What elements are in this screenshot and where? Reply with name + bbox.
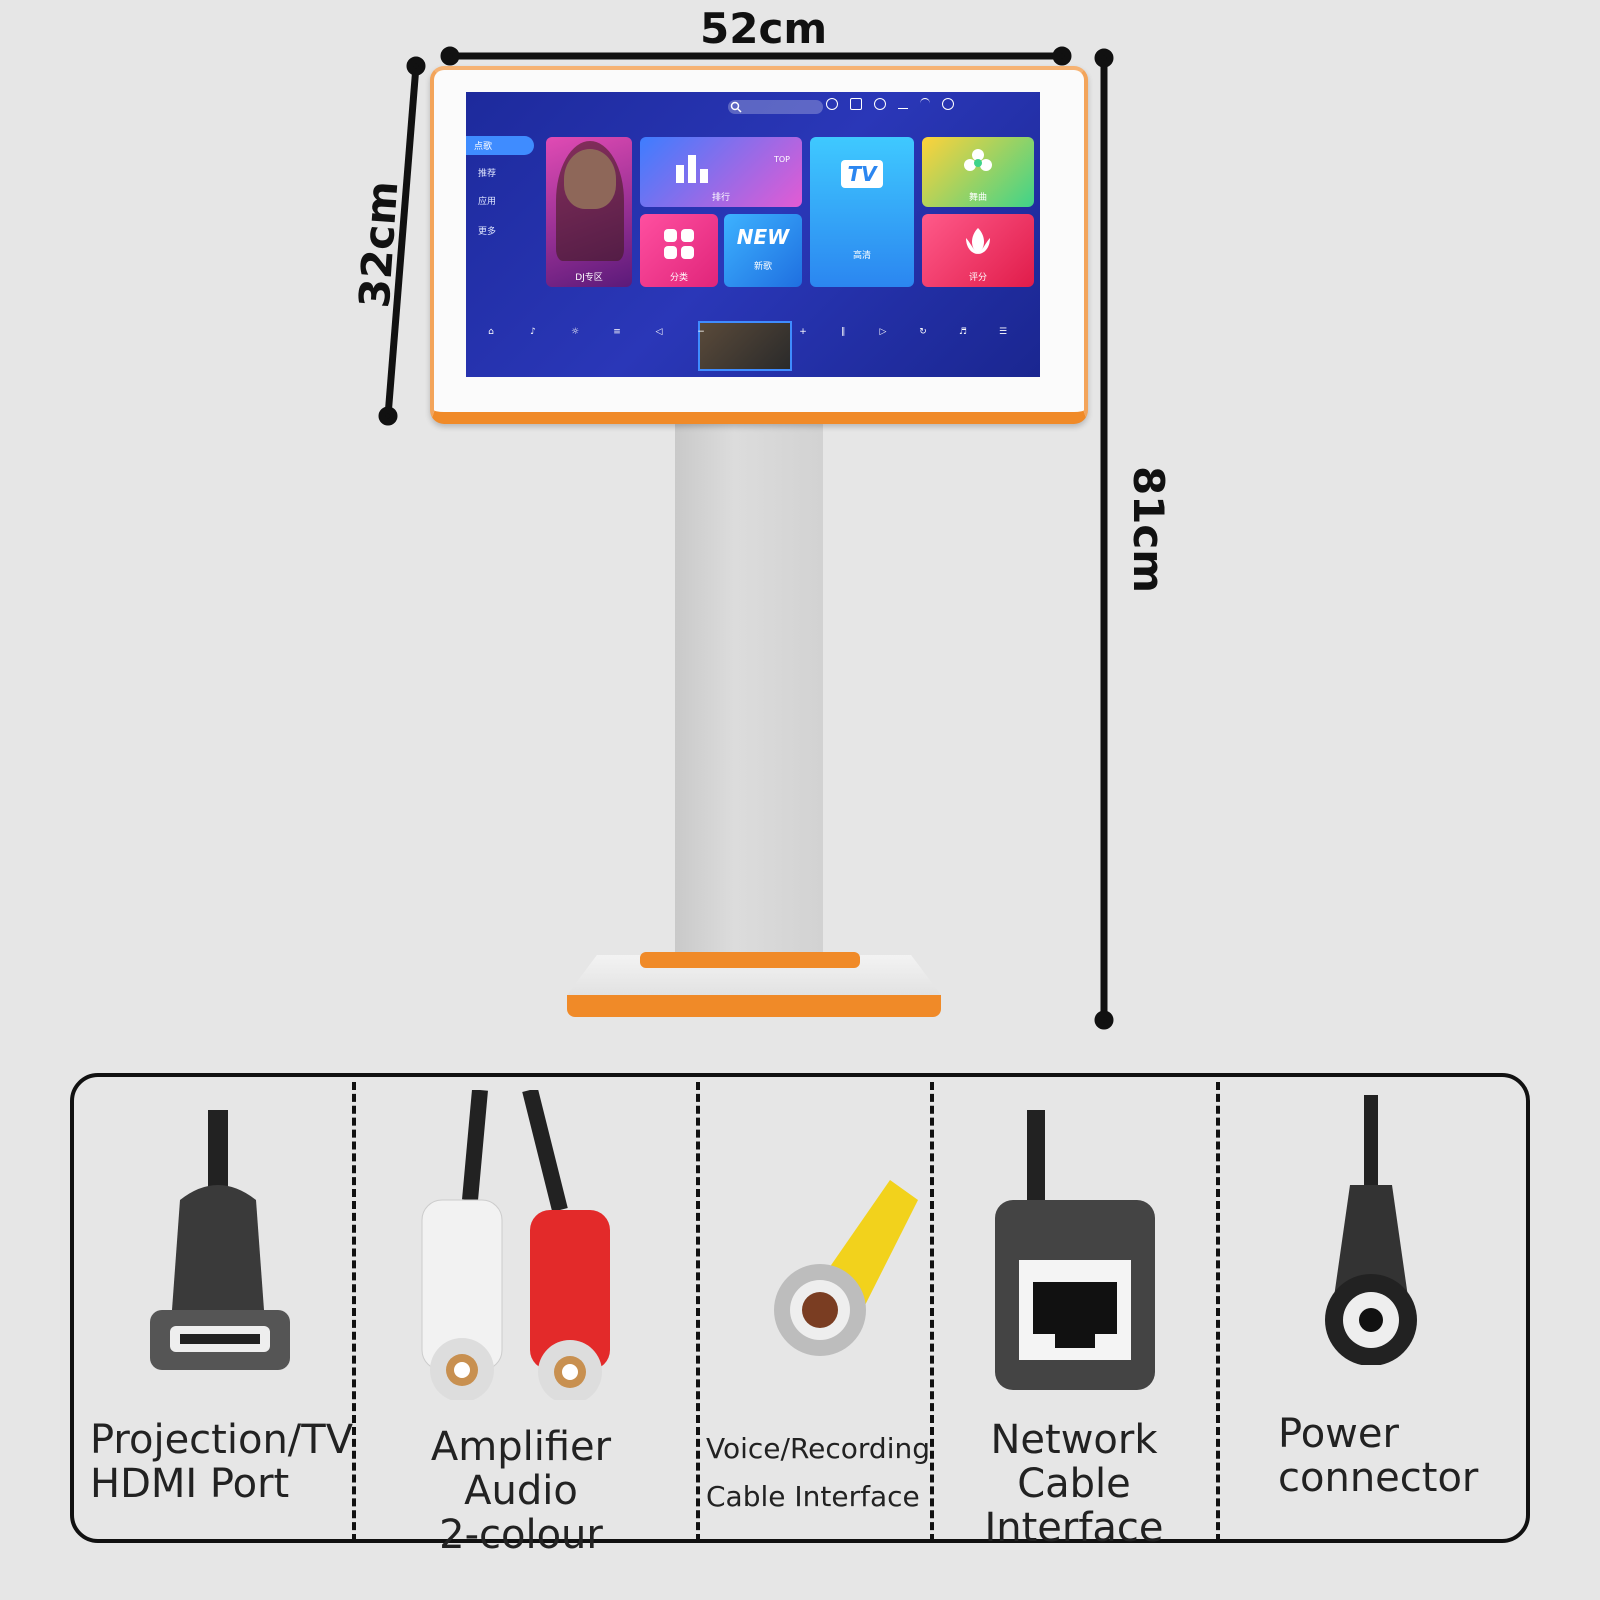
ports-panel: [70, 1073, 1530, 1543]
tile-new-songs[interactable]: NEW 新歌: [724, 214, 802, 287]
tile-badge: TOP: [773, 155, 790, 164]
power-icon[interactable]: [942, 98, 954, 110]
port-label-line1: Voice/Recording: [706, 1432, 930, 1465]
download-icon[interactable]: [898, 98, 908, 109]
queue-icon[interactable]: ☰: [998, 327, 1008, 337]
sidebar-item-label: 点歌: [474, 142, 493, 152]
screen-search-icon: [730, 101, 742, 113]
vocal-icon[interactable]: ♬: [958, 327, 968, 337]
volume-up-icon[interactable]: +: [799, 327, 807, 337]
grid-icon: [664, 229, 694, 259]
phone-icon[interactable]: [874, 98, 886, 110]
port-label-hdmi: Projection/TV HDMI Port: [90, 1418, 353, 1506]
skip-icon[interactable]: ▷: [879, 327, 887, 337]
dc-power-jack-icon: [1325, 1095, 1417, 1365]
lotus-icon: [966, 228, 990, 254]
stand-base-trim: [567, 995, 941, 1017]
mute-icon[interactable]: ◁: [655, 327, 663, 337]
volume-down-icon[interactable]: −: [697, 327, 705, 337]
tile-label: 评分: [968, 273, 987, 283]
port-label-power: Power connector: [1278, 1412, 1478, 1500]
port-label-audio: Amplifier Audio 2-colour: [376, 1425, 666, 1557]
mic-icon[interactable]: ♪: [530, 327, 536, 337]
light-icon[interactable]: ☼: [570, 327, 580, 337]
dimension-lines: [378, 46, 1114, 1030]
screen-search-box[interactable]: [728, 100, 823, 114]
toolbar-controls-right: + ∥ ▷ ↻ ♬ ☰: [790, 327, 1016, 337]
tile-label: DJ专区: [575, 273, 603, 283]
sidebar-item-label: 更多: [478, 227, 497, 237]
stand-pole: [675, 412, 823, 960]
tv-icon: TV: [841, 159, 883, 188]
tile-dj-zone[interactable]: DJ专区: [546, 137, 632, 287]
sidebar-item-label: 推荐: [478, 169, 497, 179]
screen-bottom-toolbar: ⌂ ♪ ☼ ≡ ◁ − + ∥ ▷ ↻ ♬ ☰: [466, 317, 1040, 371]
tile-label: 高清: [852, 250, 871, 261]
tile-charts[interactable]: TOP 排行: [640, 137, 802, 207]
touchscreen-display[interactable]: 点歌 推荐 应用 更多 DJ专区 TOP 排行 分类 NEW 新歌 TV 高清 …: [466, 92, 1040, 377]
depth-dimension-line: [384, 65, 420, 417]
rca-red-white-icon: [421, 1090, 610, 1400]
tile-label: 分类: [669, 273, 688, 283]
hdmi-port-icon: [150, 1110, 290, 1370]
port-divider: [1216, 1082, 1220, 1542]
sidebar-item-songs[interactable]: 点歌: [466, 136, 534, 155]
replay-icon[interactable]: ↻: [919, 327, 927, 337]
tile-label: 排行: [711, 193, 730, 203]
bar-chart-icon: [676, 155, 708, 183]
tune-icon[interactable]: ≡: [613, 327, 621, 337]
tile-dance[interactable]: 舞曲: [922, 137, 1034, 207]
tile-label: 舞曲: [968, 193, 987, 203]
port-divider: [696, 1082, 700, 1542]
port-divider: [930, 1082, 934, 1542]
screen-top-bar: [466, 92, 1040, 122]
height-label: 81cm: [1124, 465, 1174, 594]
port-label-line1: Network Cable: [990, 1417, 1158, 1507]
port-label-line2: HDMI Port: [90, 1461, 290, 1507]
port-divider: [352, 1082, 356, 1542]
rca-yellow-icon: [774, 1180, 918, 1356]
port-label-line1: Amplifier Audio: [430, 1424, 612, 1514]
tools-icon[interactable]: [850, 98, 862, 110]
tile-scoring[interactable]: 评分: [922, 214, 1034, 287]
sidebar-item-label: 应用: [478, 197, 497, 207]
rj45-port-icon: [995, 1110, 1155, 1390]
now-playing-thumbnail[interactable]: [698, 321, 792, 371]
flower-icon: [964, 149, 992, 171]
port-label-line2: Cable Interface: [706, 1479, 920, 1513]
toolbar-controls-left: ⌂ ♪ ☼ ≡ ◁ −: [478, 327, 714, 337]
port-label-line2: connector: [1278, 1455, 1479, 1501]
screen-status-icons: [826, 98, 1026, 116]
stand-collar: [640, 952, 860, 968]
singer-hair: [556, 141, 624, 261]
sidebar-item-apps[interactable]: 应用: [478, 194, 496, 207]
tile-label: 新歌: [753, 262, 772, 272]
port-label-voice: Voice/Recording Cable Interface: [706, 1425, 930, 1520]
sidebar-item-more[interactable]: 更多: [478, 224, 496, 237]
tile-hd-tv[interactable]: TV 高清: [810, 137, 914, 287]
port-label-network: Network Cable Interface: [940, 1418, 1208, 1550]
port-label-line1: Power: [1278, 1411, 1399, 1457]
sidebar-item-recommend[interactable]: 推荐: [478, 166, 496, 179]
new-badge: NEW: [736, 225, 790, 249]
tile-categories[interactable]: 分类: [640, 214, 718, 287]
wifi-icon[interactable]: [920, 98, 930, 109]
port-label-line1: Projection/TV: [90, 1417, 354, 1463]
settings-icon[interactable]: [826, 98, 838, 110]
home-icon[interactable]: ⌂: [488, 327, 494, 337]
port-label-line2: Interface: [984, 1505, 1164, 1551]
depth-label: 32cm: [349, 179, 408, 310]
port-label-line2: 2-colour: [439, 1512, 603, 1558]
width-label: 52cm: [700, 4, 828, 53]
pause-icon[interactable]: ∥: [840, 327, 846, 337]
